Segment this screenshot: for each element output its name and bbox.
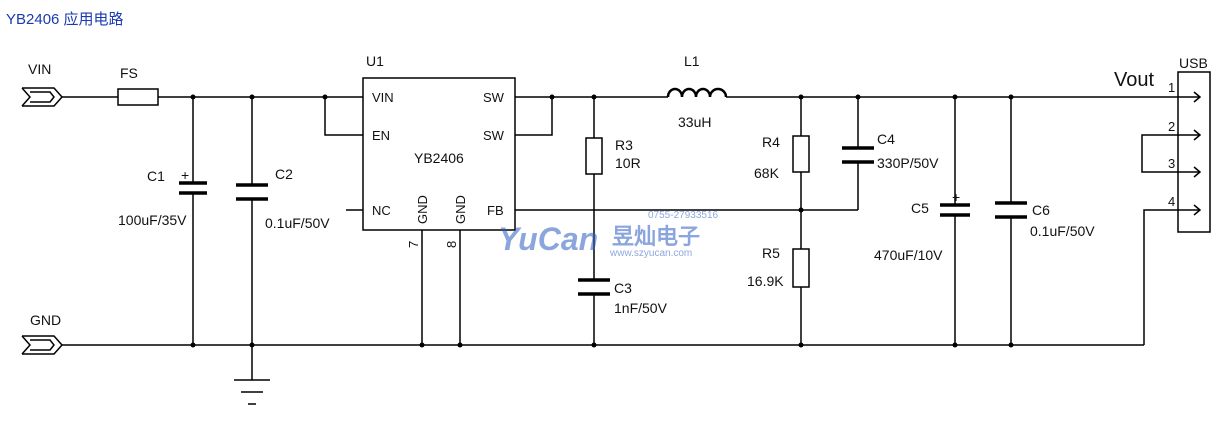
ic-pin-gnd1: GND bbox=[415, 195, 430, 224]
inductor-ref: L1 bbox=[684, 53, 700, 69]
capacitor-c1-ref: C1 bbox=[147, 168, 165, 184]
ic-pin-en: EN bbox=[372, 128, 390, 143]
ic-part: YB2406 bbox=[414, 150, 464, 166]
capacitor-c5: + C5 470uF/10V bbox=[874, 189, 970, 263]
junctions bbox=[190, 94, 1014, 348]
ic-pin-num8: 8 bbox=[444, 241, 459, 248]
watermark: YuCan 昱灿电子 0755-27933516 www.szyucan.com bbox=[498, 210, 719, 259]
capacitor-c3-ref: C3 bbox=[614, 280, 632, 296]
capacitor-c4-ref: C4 bbox=[877, 131, 895, 147]
usb-pin-1: 1 bbox=[1168, 80, 1175, 95]
resistor-r3-ref: R3 bbox=[615, 137, 633, 153]
capacitor-c3-value: 1nF/50V bbox=[614, 300, 668, 316]
ic-pin-fb: FB bbox=[487, 203, 504, 218]
capacitor-c5-value: 470uF/10V bbox=[874, 247, 943, 263]
fuse-ref: FS bbox=[120, 65, 138, 81]
capacitor-c2: C2 0.1uF/50V bbox=[236, 166, 330, 231]
resistor-r3: R3 10R bbox=[585, 137, 641, 175]
gnd-port-label: GND bbox=[30, 312, 61, 328]
capacitor-c4-value: 330P/50V bbox=[877, 155, 939, 171]
polarity-plus-icon: + bbox=[181, 167, 189, 183]
usb-label: USB bbox=[1179, 55, 1208, 71]
watermark-url: www.szyucan.com bbox=[609, 248, 692, 259]
watermark-chinese: 昱灿电子 bbox=[612, 224, 700, 249]
vin-port: VIN bbox=[21, 61, 64, 107]
capacitor-c4: C4 330P/50V bbox=[842, 131, 939, 171]
watermark-phone: 0755-27933516 bbox=[648, 210, 719, 221]
usb-pin-4: 4 bbox=[1168, 194, 1175, 209]
vout-label: Vout bbox=[1114, 69, 1154, 91]
usb-connector: USB Vout 1 2 3 4 bbox=[1114, 55, 1211, 233]
watermark-brand: YuCan bbox=[498, 221, 598, 257]
usb-pin-2: 2 bbox=[1168, 119, 1175, 134]
ic-u1: U1 YB2406 VIN EN NC SW SW FB GND GND 7 8 bbox=[362, 53, 516, 248]
capacitor-c1-value: 100uF/35V bbox=[118, 212, 187, 228]
resistor-r4: R4 68K bbox=[754, 134, 810, 181]
ic-pin-sw2: SW bbox=[483, 128, 505, 143]
ic-pin-sw1: SW bbox=[483, 90, 505, 105]
capacitor-c5-ref: C5 bbox=[911, 200, 929, 216]
capacitor-c6: C6 0.1uF/50V bbox=[995, 201, 1095, 239]
gnd-port: GND bbox=[21, 312, 64, 355]
ic-ref: U1 bbox=[366, 53, 384, 69]
capacitor-c6-value: 0.1uF/50V bbox=[1030, 223, 1095, 239]
resistor-r4-value: 68K bbox=[754, 165, 780, 181]
page-title: YB2406 应用电路 bbox=[6, 10, 124, 28]
inductor-value: 33uH bbox=[678, 114, 711, 130]
inductor-l1: L1 33uH bbox=[666, 53, 728, 130]
capacitor-c6-ref: C6 bbox=[1032, 202, 1050, 218]
usb-pin-3: 3 bbox=[1168, 156, 1175, 171]
earth-ground-icon bbox=[234, 379, 270, 405]
ic-pin-vin: VIN bbox=[372, 90, 394, 105]
ic-pin-num7: 7 bbox=[406, 241, 421, 248]
capacitor-c3: C3 1nF/50V bbox=[578, 278, 668, 316]
polarity-plus-icon-c5: + bbox=[952, 189, 960, 205]
capacitor-c2-value: 0.1uF/50V bbox=[265, 215, 330, 231]
ic-pin-gnd2: GND bbox=[453, 195, 468, 224]
ic-pin-nc: NC bbox=[372, 203, 391, 218]
fuse-fs: FS bbox=[117, 65, 159, 106]
vin-port-label: VIN bbox=[28, 61, 51, 77]
resistor-r5-value: 16.9K bbox=[747, 273, 784, 289]
resistor-r5-ref: R5 bbox=[762, 245, 780, 261]
capacitor-c1: + C1 100uF/35V bbox=[118, 167, 207, 228]
resistor-r5: R5 16.9K bbox=[747, 245, 810, 289]
capacitor-c2-ref: C2 bbox=[275, 166, 293, 182]
resistor-r3-value: 10R bbox=[615, 155, 641, 171]
resistor-r4-ref: R4 bbox=[762, 134, 780, 150]
